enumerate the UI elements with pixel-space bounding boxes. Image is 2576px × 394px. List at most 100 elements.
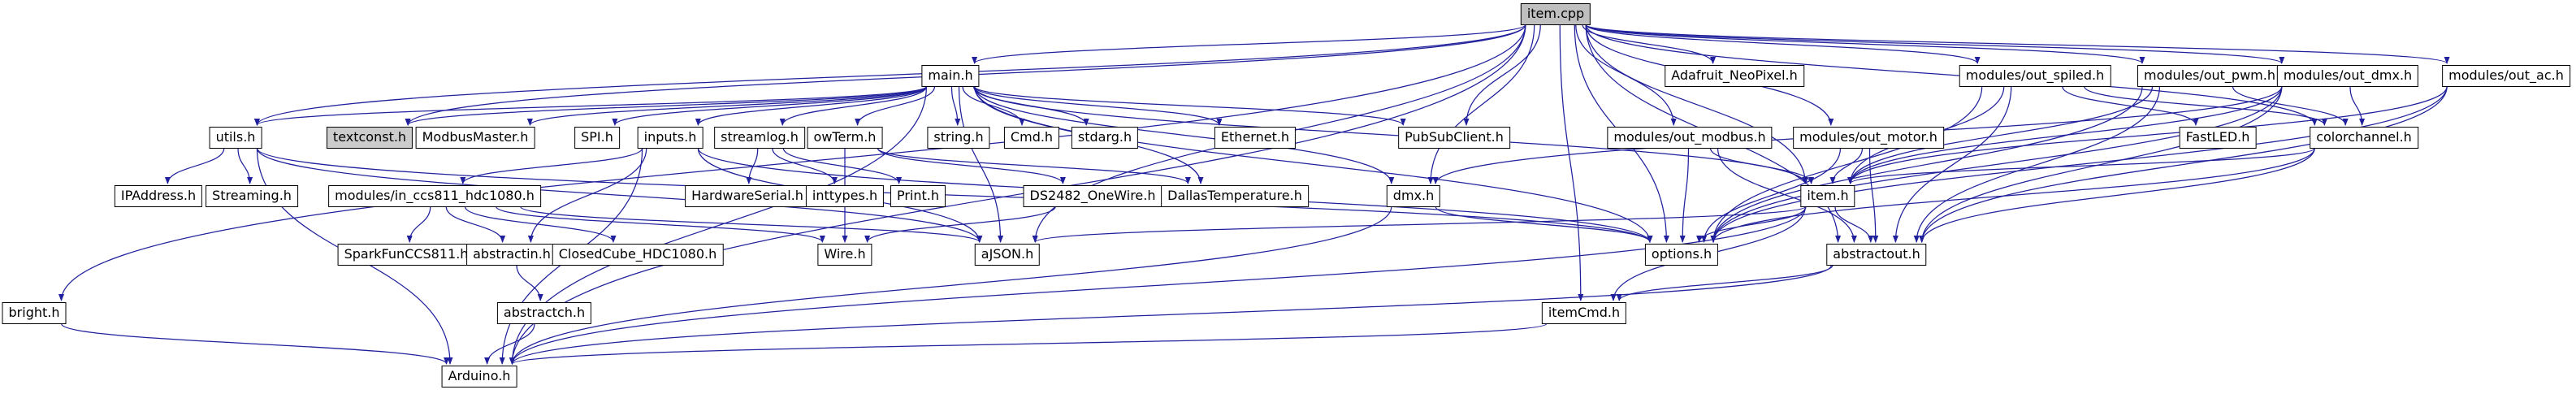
graph-node-out_spiled_h[interactable]: modules/out_spiled.h <box>1959 65 2111 88</box>
graph-node-pubsubclient_h[interactable]: PubSubClient.h <box>1398 127 1510 149</box>
graph-node-arduino_h[interactable]: Arduino.h <box>441 366 517 388</box>
include-edge-out_motor_h-to-abstractout_h <box>1868 148 1879 243</box>
include-edge-ds2482_h-to-wire_h <box>864 206 1056 243</box>
include-edge-item_cpp-to-out_spiled_h <box>1585 24 1981 64</box>
include-edge-item_h-to-options_h <box>1696 206 1807 243</box>
graph-node-item_cpp[interactable]: item.cpp <box>1520 3 1591 26</box>
include-edge-item_h-to-arduino_h <box>509 206 1806 365</box>
graph-node-ipaddress_h[interactable]: IPAddress.h <box>114 185 203 208</box>
graph-node-abstractch_h[interactable]: abstractch.h <box>496 302 592 325</box>
include-edge-main_h-to-inputs_h <box>695 86 928 126</box>
include-edge-item_cpp-to-utils_h <box>254 24 1526 126</box>
graph-node-bright_h[interactable]: bright.h <box>2 302 67 325</box>
include-edge-dmx_h-to-arduino_h <box>509 206 1392 365</box>
include-edge-main_h-to-streamlog_h <box>779 86 928 126</box>
graph-node-streaming_h[interactable]: Streaming.h <box>206 185 298 208</box>
graph-node-fastled_h[interactable]: FastLED.h <box>2179 127 2257 149</box>
graph-node-owterm_h[interactable]: owTerm.h <box>807 127 883 149</box>
graph-node-colorchannel_h[interactable]: colorchannel.h <box>2310 127 2418 149</box>
graph-node-streamlog_h[interactable]: streamlog.h <box>714 127 805 149</box>
include-edge-owterm_h-to-dallastemperature_h <box>877 147 1191 184</box>
include-edge-streamlog_h-to-print_h <box>782 148 903 184</box>
graph-node-out_motor_h[interactable]: modules/out_motor.h <box>1793 127 1944 149</box>
graph-node-stdarg_h[interactable]: stdarg.h <box>1071 127 1139 149</box>
graph-node-inttypes_h[interactable]: inttypes.h <box>805 185 885 208</box>
include-edge-streamlog_h-to-hardwareserial_h <box>746 148 759 184</box>
include-edge-item_h-to-abstractout_h <box>1834 206 1874 243</box>
graph-node-out_pwm_h[interactable]: modules/out_pwm.h <box>2137 65 2282 88</box>
graph-node-closedcube_h[interactable]: ClosedCube_HDC1080.h <box>552 244 724 266</box>
graph-node-dmx_h[interactable]: dmx.h <box>1386 185 1441 208</box>
include-edge-main_h-to-modbusmaster_h <box>527 85 928 126</box>
include-edge-item_cpp-to-out_dmx_h <box>1585 24 2285 64</box>
include-edge-item_h-to-ajson_h <box>1033 206 1806 243</box>
graph-node-spi_h[interactable]: SPI.h <box>574 127 620 149</box>
include-edge-out_dmx_h-to-abstractout_h <box>1919 86 2283 243</box>
graph-node-ajson_h[interactable]: aJSON.h <box>974 244 1041 266</box>
include-edge-abstractout_h-to-arduino_h <box>509 265 1832 365</box>
graph-node-cmd_h[interactable]: Cmd.h <box>1003 127 1060 149</box>
include-edge-abstractin_h-to-abstractch_h <box>516 265 543 301</box>
include-edge-main_h-to-string_h <box>950 86 961 126</box>
graph-node-out_ac_h[interactable]: modules/out_ac.h <box>2442 65 2570 88</box>
include-edge-inputs_h-to-in_ccs811_h <box>460 148 643 184</box>
graph-node-wire_h[interactable]: Wire.h <box>817 244 872 266</box>
include-edge-main_h-to-ajson_h <box>958 86 1004 243</box>
include-edge-out_modbus_h-to-item_h <box>1709 148 1815 184</box>
include-edge-out_ac_h-to-abstractout_h <box>1919 86 2448 243</box>
include-edge-main_h-to-options_h <box>973 86 1653 243</box>
include-edge-in_ccs811_h-to-sparkfun_h <box>406 206 431 243</box>
include-edge-colorchannel_h-to-item_h <box>1847 147 2315 184</box>
graph-node-ethernet_h[interactable]: Ethernet.h <box>1214 127 1297 149</box>
graph-node-out_dmx_h[interactable]: modules/out_dmx.h <box>2276 65 2419 88</box>
graph-node-out_modbus_h[interactable]: modules/out_modbus.h <box>1607 127 1773 149</box>
include-edge-main_h-to-utils_h <box>254 85 928 126</box>
include-edge-dmx_h-to-options_h <box>1435 206 1653 243</box>
graph-node-modbusmaster_h[interactable]: ModbusMaster.h <box>415 127 535 149</box>
include-edge-out_modbus_h-to-options_h <box>1679 148 1690 243</box>
graph-node-options_h[interactable]: options.h <box>1644 244 1719 266</box>
include-edge-in_ccs811_h-to-ajson_h <box>520 206 983 243</box>
include-edge-bright_h-to-arduino_h <box>60 323 449 365</box>
include-edge-abstractout_h-to-itemcmd_h <box>1616 265 1834 301</box>
include-edge-out_pwm_h-to-options_h <box>1710 86 2143 243</box>
graph-node-textconst_h[interactable]: textconst.h <box>326 127 413 149</box>
include-edge-out_motor_h-to-item_h <box>1829 148 1864 184</box>
include-edge-out_dmx_h-to-colorchannel_h <box>2349 86 2366 126</box>
graph-node-abstractout_h[interactable]: abstractout.h <box>1826 244 1927 266</box>
graph-node-adafruit_neopixel_h[interactable]: Adafruit_NeoPixel.h <box>1665 65 1804 88</box>
include-edge-out_spiled_h-to-colorchannel_h <box>2084 86 2327 126</box>
graph-node-sparkfun_h[interactable]: SparkFunCCS811.h <box>337 244 475 266</box>
graph-node-hardwareserial_h[interactable]: HardwareSerial.h <box>685 185 810 208</box>
include-edge-item_cpp-to-out_modbus_h <box>1575 24 1677 126</box>
graph-node-item_h[interactable]: item.h <box>1800 185 1855 208</box>
graph-node-inputs_h[interactable]: inputs.h <box>637 127 704 149</box>
graph-node-itemcmd_h[interactable]: itemCmd.h <box>1541 302 1627 325</box>
include-edge-colorchannel_h-to-abstractout_h <box>1919 148 2315 243</box>
include-edge-out_pwm_h-to-colorchannel_h <box>2232 86 2349 126</box>
include-edge-main_h-to-textconst_h <box>405 85 928 126</box>
include-edge-item_cpp-to-main_h <box>972 24 1526 64</box>
include-edge-item_cpp-to-out_pwm_h <box>1585 24 2145 64</box>
graph-node-dallastemperature_h[interactable]: DallasTemperature.h <box>1161 185 1309 208</box>
include-edge-itemcmd_h-to-arduino_h <box>509 323 1548 365</box>
include-edge-utils_h-to-ipaddress_h <box>164 148 225 184</box>
include-edge-main_h-to-pubsubclient_h <box>973 85 1406 126</box>
graph-node-main_h[interactable]: main.h <box>921 65 980 88</box>
include-edge-main_h-to-stdarg_h <box>972 86 1089 126</box>
graph-node-in_ccs811_h[interactable]: modules/in_ccs811_hdc1080.h <box>328 185 541 208</box>
graph-node-string_h[interactable]: string.h <box>927 127 990 149</box>
include-edge-out_pwm_h-to-abstractout_h <box>1913 86 2161 243</box>
include-edge-owterm_h-to-ds2482_h <box>877 148 1066 184</box>
include-edge-item_cpp-to-itemcmd_h <box>1559 24 1584 301</box>
graph-node-abstractin_h[interactable]: abstractin.h <box>466 244 557 266</box>
include-edge-out_dmx_h-to-options_h <box>1710 86 2283 243</box>
include-edge-item_cpp-to-item_h <box>1585 24 1808 184</box>
include-edge-main_h-to-cmd_h <box>962 86 1025 126</box>
graph-node-utils_h[interactable]: utils.h <box>209 127 262 149</box>
include-edge-out_ac_h-to-options_h <box>1710 86 2448 243</box>
graph-node-ds2482_h[interactable]: DS2482_OneWire.h <box>1023 185 1162 208</box>
include-edge-streamlog_h-to-inttypes_h <box>772 148 838 184</box>
include-edge-item_cpp-to-out_ac_h <box>1585 24 2450 64</box>
graph-node-print_h[interactable]: Print.h <box>890 185 946 208</box>
